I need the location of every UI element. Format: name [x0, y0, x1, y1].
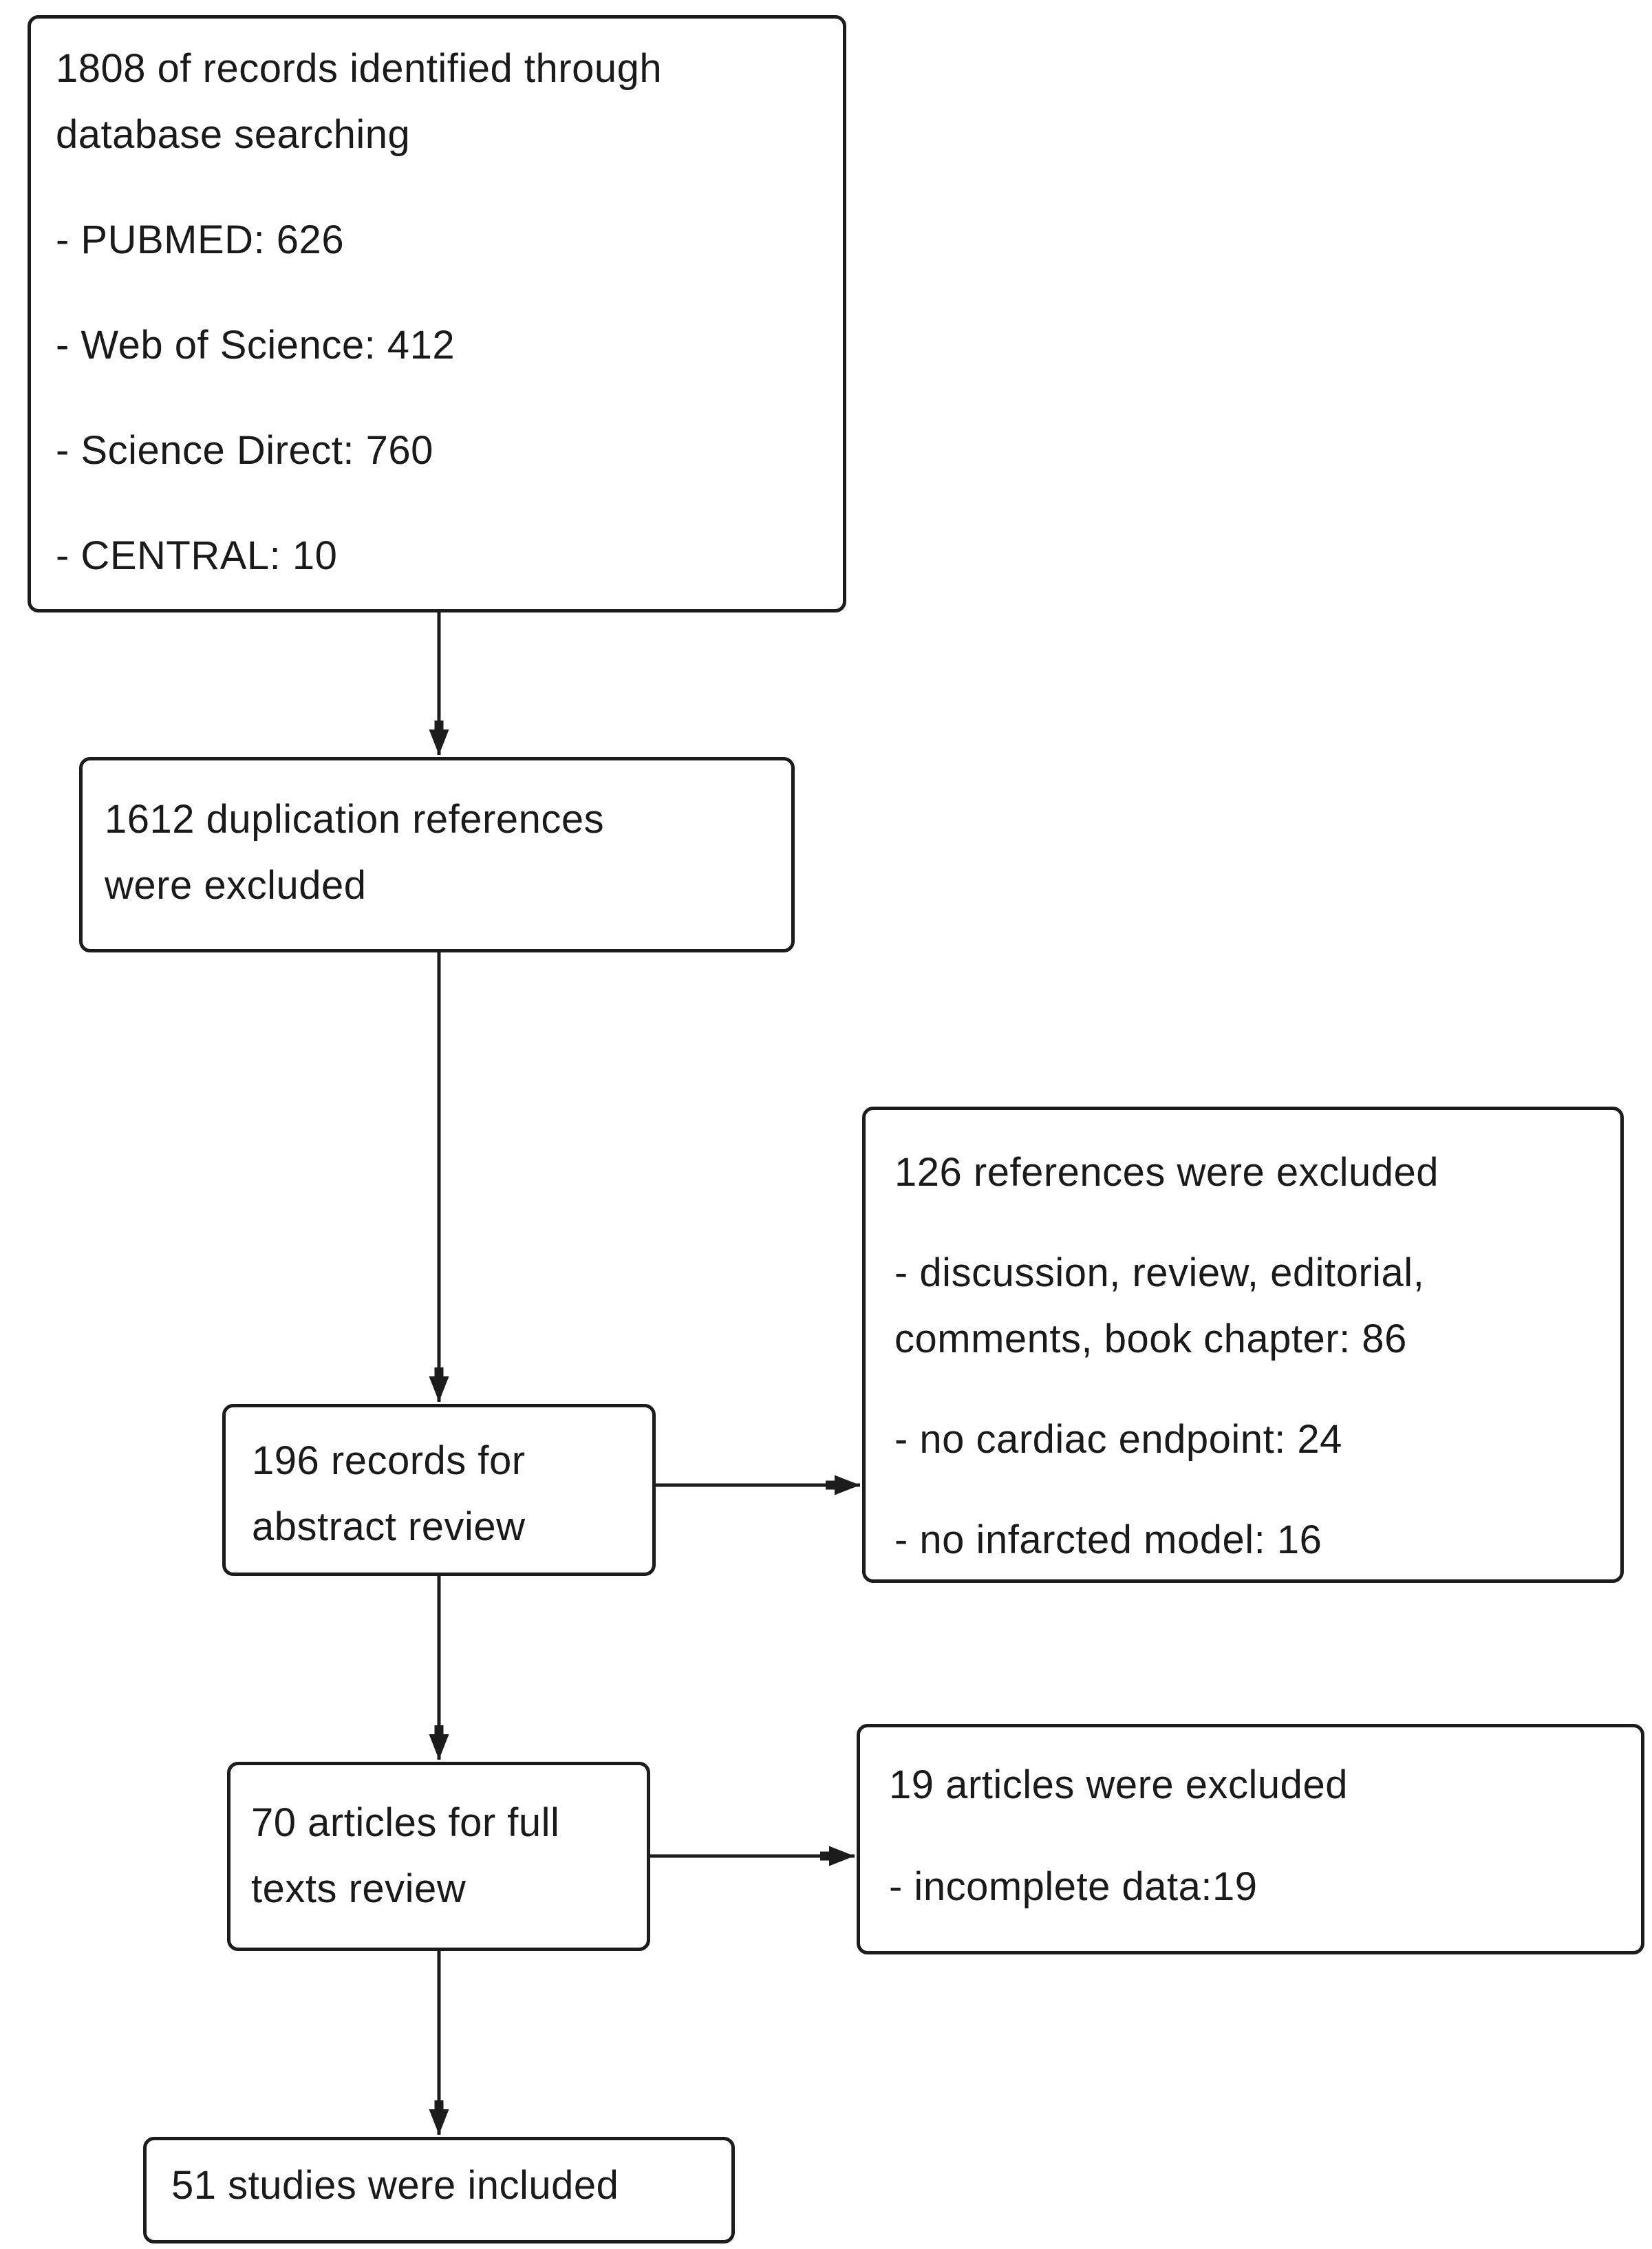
- box-articles-excluded: 19 articles were excluded - incomplete d…: [857, 1724, 1644, 1954]
- box-studies-included: 51 studies were included: [143, 2137, 735, 2243]
- source-central-count: - CENTRAL: 10: [56, 533, 338, 578]
- records-identified-title-line-1: 1808 of records identified through: [56, 46, 663, 91]
- duplicates-excluded-line-1: 1612 duplication references: [105, 797, 605, 842]
- exclusion-reason-publication-type-line-2: comments, book chapter: 86: [894, 1317, 1407, 1361]
- exclusion-reason-incomplete-data: - incomplete data:19: [889, 1864, 1258, 1909]
- box-fulltext-review: 70 articles for full texts review: [227, 1762, 650, 1951]
- abstract-review-line-2: abstract review: [252, 1504, 526, 1549]
- source-pubmed-count: - PUBMED: 626: [56, 217, 345, 262]
- box-duplicates-excluded: 1612 duplication references were exclude…: [79, 757, 795, 952]
- references-excluded-title: 126 references were excluded: [894, 1150, 1439, 1195]
- fulltext-review-line-1: 70 articles for full: [251, 1800, 560, 1845]
- source-web-of-science-count: - Web of Science: 412: [56, 323, 455, 367]
- duplicates-excluded-line-2: were excluded: [105, 863, 367, 908]
- source-science-direct-count: - Science Direct: 760: [56, 428, 433, 473]
- exclusion-reason-no-infarcted-model: - no infarcted model: 16: [894, 1517, 1322, 1562]
- exclusion-reason-publication-type-line-1: - discussion, review, editorial,: [894, 1250, 1425, 1295]
- box-records-identified: 1808 of records identified through datab…: [28, 15, 846, 612]
- box-abstract-review: 196 records for abstract review: [222, 1404, 656, 1576]
- records-identified-title-line-2: database searching: [56, 112, 411, 157]
- box-references-excluded: 126 references were excluded - discussio…: [862, 1107, 1624, 1583]
- studies-included-text: 51 studies were included: [171, 2163, 619, 2208]
- articles-excluded-title: 19 articles were excluded: [889, 1762, 1348, 1807]
- fulltext-review-line-2: texts review: [251, 1866, 466, 1911]
- exclusion-reason-no-cardiac-endpoint: - no cardiac endpoint: 24: [894, 1417, 1342, 1462]
- abstract-review-line-1: 196 records for: [252, 1438, 526, 1483]
